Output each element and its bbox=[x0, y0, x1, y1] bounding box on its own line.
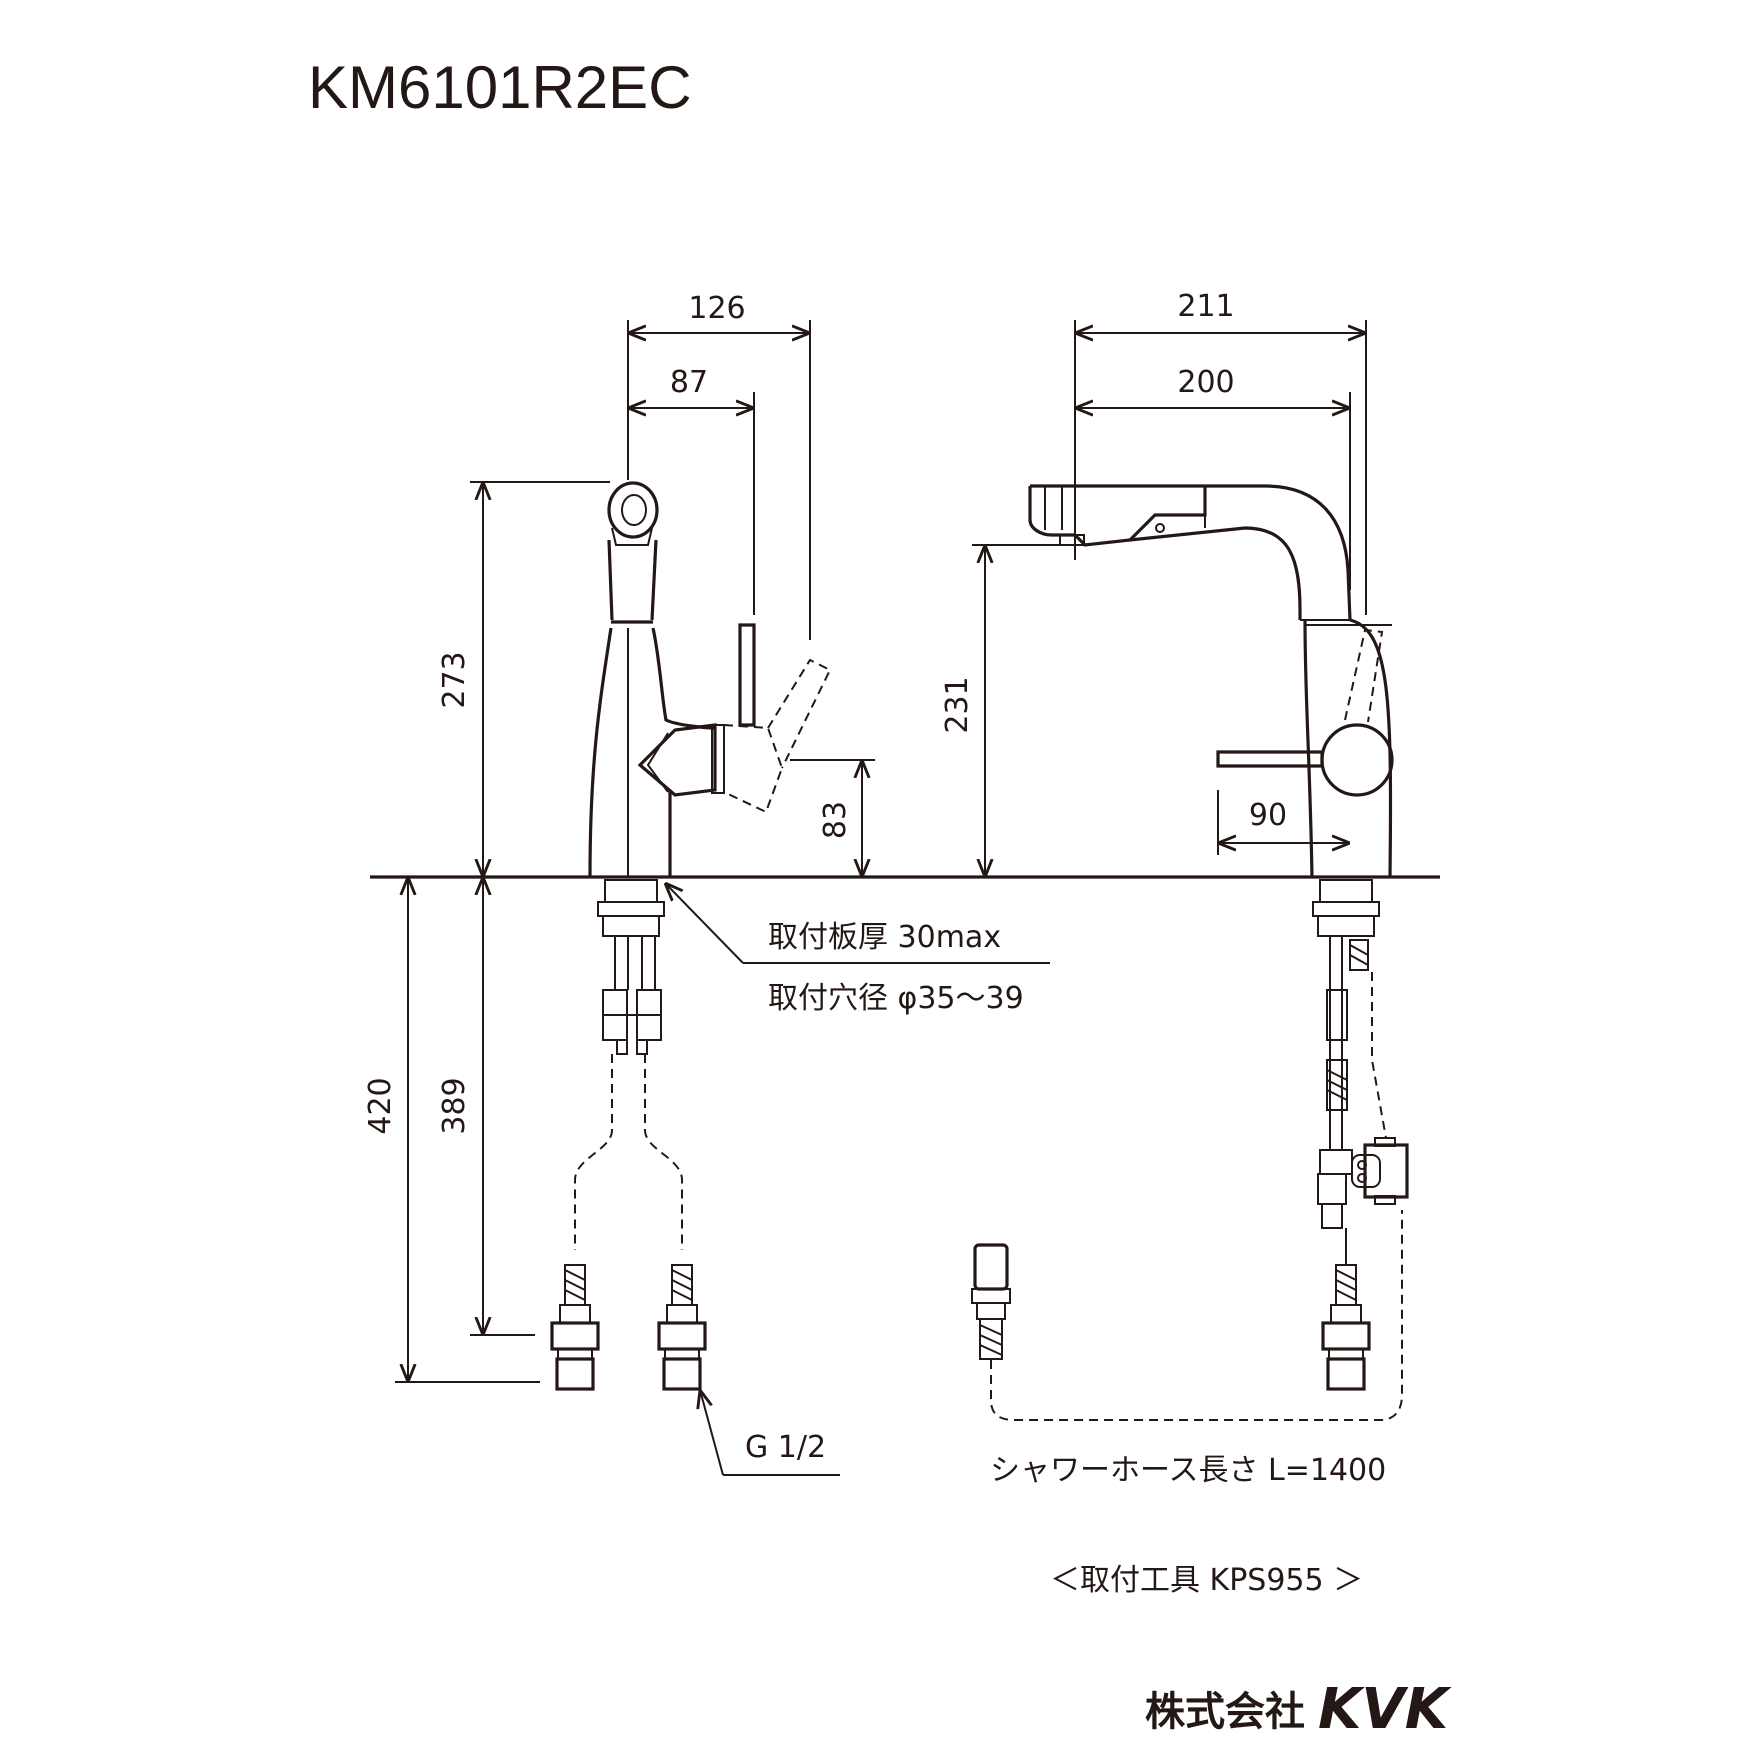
supply-connector-right bbox=[657, 1264, 707, 1391]
dim-273: 273 bbox=[437, 651, 472, 708]
shower-hose-fitting bbox=[971, 1243, 1011, 1360]
dim-83: 83 bbox=[818, 801, 853, 839]
brand-logo: 株式会社 KVK bbox=[1145, 1677, 1452, 1742]
side-view-dimensions: 211 200 231 90 シャワーホース長さ L=1400 bbox=[940, 289, 1386, 1488]
kvk-logo: KVK bbox=[1318, 1677, 1452, 1742]
lever-handle bbox=[738, 623, 756, 727]
mounting-tool-note: ＜取付工具 KPS955 ＞ bbox=[1050, 1563, 1363, 1598]
shower-hose-path bbox=[990, 1210, 1403, 1421]
dim-211: 211 bbox=[1177, 289, 1234, 324]
hot-hose bbox=[574, 1054, 613, 1250]
front-view-dimensions: 126 87 273 83 389 420 取付板厚 30max 取付穴径 φ3… bbox=[363, 291, 1050, 1476]
side-view bbox=[971, 484, 1409, 1421]
dim-231: 231 bbox=[940, 676, 975, 733]
hole-diameter-note: 取付穴径 φ35～39 bbox=[768, 981, 1024, 1016]
check-valve bbox=[1363, 1143, 1409, 1199]
company-prefix: 株式会社 bbox=[1145, 1689, 1305, 1735]
lever-knob bbox=[1320, 723, 1394, 797]
faucet-body bbox=[588, 627, 613, 878]
dim-389: 389 bbox=[437, 1077, 472, 1134]
shower-hose-note: シャワーホース長さ L=1400 bbox=[990, 1453, 1386, 1488]
front-view bbox=[550, 481, 832, 1391]
dim-420: 420 bbox=[363, 1077, 398, 1134]
thread-size-note: G 1/2 bbox=[745, 1430, 826, 1465]
plate-thickness-note: 取付板厚 30max bbox=[768, 920, 1001, 955]
lever-cone bbox=[637, 723, 717, 797]
dim-87: 87 bbox=[670, 365, 708, 400]
dim-126: 126 bbox=[688, 291, 745, 326]
dim-90: 90 bbox=[1249, 798, 1287, 833]
cold-hose bbox=[644, 1054, 683, 1250]
dim-200: 200 bbox=[1177, 365, 1234, 400]
shower-head bbox=[1028, 486, 1207, 547]
side-lever bbox=[1216, 750, 1324, 768]
side-body bbox=[1303, 619, 1314, 878]
model-number: KM6101R2EC bbox=[308, 54, 692, 121]
spout-head bbox=[607, 481, 659, 539]
supply-connector-left bbox=[550, 1264, 600, 1391]
spout-arm-top bbox=[1030, 484, 1352, 621]
